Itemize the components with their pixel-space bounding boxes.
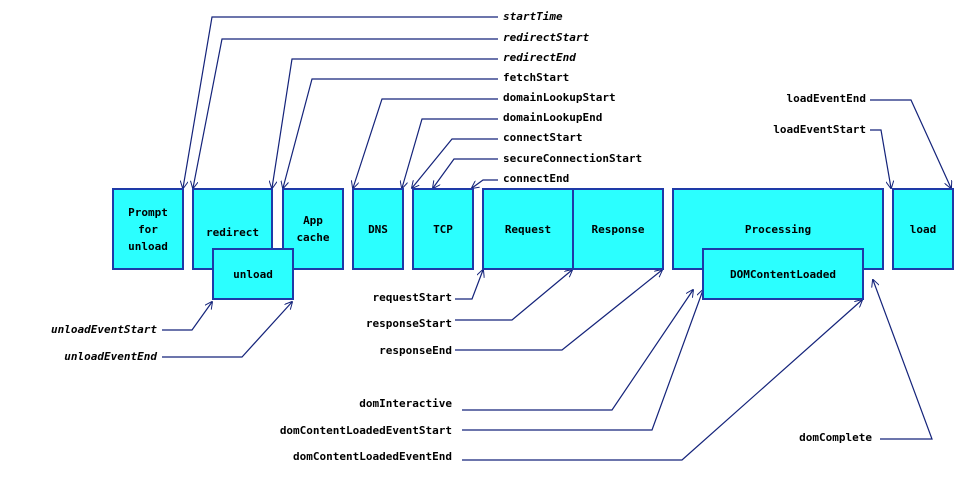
connector-dom-content-loaded-event-start (462, 290, 703, 431)
phase-request: Request (482, 188, 574, 270)
connector-dom-complete (873, 280, 933, 440)
label-load-event-end: loadEventEnd (786, 92, 866, 105)
phase-response: Response (572, 188, 664, 270)
phase-tcp-label: TCP (433, 222, 453, 236)
label-unload-event-end: unloadEventEnd (64, 350, 157, 363)
connector-unload-event-start (162, 302, 212, 331)
phase-dns: DNS (352, 188, 404, 270)
phase-load: load (892, 188, 954, 270)
connector-response-end (455, 270, 662, 351)
label-load-event-start: loadEventStart (773, 123, 866, 136)
label-response-end: responseEnd (379, 344, 452, 357)
phase-load-label: load (909, 222, 937, 236)
label-dom-content-loaded-event-start: domContentLoadedEventStart (279, 424, 452, 437)
phase-dom-content-loaded: DOMContentLoaded (702, 248, 864, 300)
label-start-time: startTime (503, 10, 563, 23)
phase-unload-label: unload (233, 267, 273, 281)
connector-response-start (455, 270, 572, 321)
connector-unload-event-end (162, 302, 292, 358)
connector-request-start (455, 270, 483, 300)
label-domain-lookup-start: domainLookupStart (503, 91, 616, 104)
phase-unload: unload (212, 248, 294, 300)
phase-request-label: Request (504, 222, 552, 236)
phase-processing-label: Processing (744, 222, 812, 236)
connector-connect-start (412, 138, 498, 188)
label-response-start: responseStart (365, 317, 452, 330)
phase-response-label: Response (591, 222, 645, 236)
connector-connect-end (472, 179, 498, 188)
connector-load-event-end (870, 99, 951, 188)
label-dom-content-loaded-event-end: domContentLoadedEventEnd (293, 450, 452, 463)
label-connect-start: connectStart (503, 131, 583, 144)
phase-dns-label: DNS (368, 222, 388, 236)
label-connect-end: connectEnd (503, 172, 570, 185)
label-unload-event-start: unloadEventStart (51, 323, 157, 336)
connector-domain-lookup-start (353, 98, 498, 188)
connector-start-time (183, 16, 498, 188)
label-request-start: requestStart (372, 291, 452, 304)
connector-redirect-start (193, 38, 498, 188)
connector-secure-connection-start (433, 158, 498, 188)
phase-dom-content-loaded-label: DOMContentLoaded (730, 267, 836, 281)
label-dom-complete: domComplete (799, 431, 872, 444)
connector-fetch-start (283, 78, 498, 188)
phase-tcp: TCP (412, 188, 474, 270)
label-redirect-end: redirectEnd (503, 51, 576, 64)
phase-prompt-for-unload-label: Prompt for unload (128, 205, 168, 253)
connector-dom-interactive (462, 290, 693, 411)
connector-domain-lookup-end (402, 118, 498, 188)
label-redirect-start: redirectStart (503, 31, 590, 44)
phase-prompt-for-unload: Prompt for unload (112, 188, 184, 270)
label-secure-connection-start: secureConnectionStart (503, 152, 643, 165)
connector-load-event-start (870, 129, 891, 188)
phase-app-cache-label: App cache (296, 214, 330, 244)
connector-dom-content-loaded-event-end (462, 300, 862, 461)
phase-redirect-label: redirect (206, 226, 259, 239)
label-fetch-start: fetchStart (503, 71, 570, 84)
label-dom-interactive: domInteractive (359, 397, 452, 410)
label-domain-lookup-end: domainLookupEnd (503, 111, 603, 124)
connector-redirect-end (272, 58, 498, 188)
